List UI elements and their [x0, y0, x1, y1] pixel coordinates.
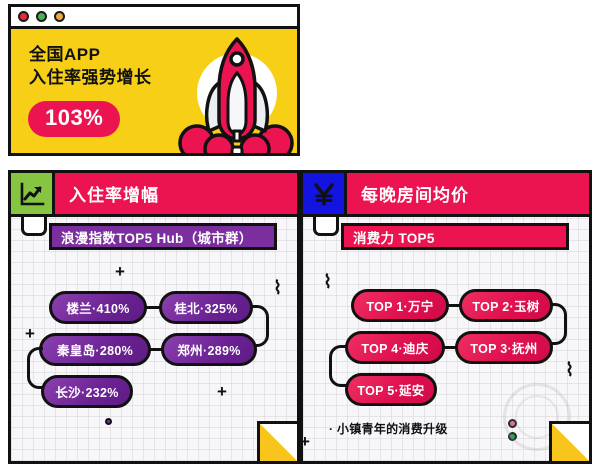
connector: [447, 304, 461, 307]
subtitle-row: 消费力 TOP5: [303, 217, 589, 259]
pill-label: 郑州·289%: [177, 344, 241, 358]
corner-triangle-decor: [257, 421, 297, 461]
pill-label: 桂北·325%: [174, 302, 238, 316]
connector-loop-right: [551, 303, 567, 345]
pill-city-2[interactable]: 桂北·325%: [159, 291, 253, 324]
panel-header: 每晚房间均价: [303, 173, 589, 217]
close-dot[interactable]: [18, 11, 29, 22]
squiggle-decor: ⌇: [273, 278, 283, 299]
hero-banner: 全国APP 入住率强势增长 103%: [11, 29, 297, 153]
pill-rank-1[interactable]: TOP 1·万宁: [351, 289, 449, 322]
squiggle-decor: ⌇: [323, 272, 333, 293]
squiggle-decor: ⌇: [565, 360, 575, 381]
subtitle-row: 浪漫指数TOP5 Hub（城市群）: [11, 217, 297, 259]
pill-city-4[interactable]: 郑州·289%: [161, 333, 257, 366]
pill-city-1[interactable]: 楼兰·410%: [49, 291, 147, 324]
pill-label: 长沙·232%: [55, 386, 119, 400]
pill-label: TOP 1·万宁: [366, 300, 434, 314]
panel-header: 入住率增幅: [11, 173, 297, 217]
subtitle-text: 消费力 TOP5: [353, 230, 435, 246]
legend-dot-green: [508, 432, 517, 441]
footnote-text: · 小镇青年的消费升级: [329, 422, 448, 436]
growth-badge: 103%: [28, 101, 121, 137]
corner-triangle-decor: [549, 421, 589, 461]
pill-city-3[interactable]: 秦皇岛·280%: [39, 333, 151, 366]
panel-avg-room-price: 每晚房间均价 消费力 TOP5 ⌇ TOP 1·万宁 TOP 2·玉树 TOP …: [300, 170, 592, 464]
pill-label: TOP 3·抚州: [470, 342, 538, 356]
browser-titlebar: [11, 7, 297, 29]
pill-label: 楼兰·410%: [66, 302, 130, 316]
plus-decor: +: [300, 432, 310, 451]
plus-decor: +: [115, 262, 125, 281]
notch-decor: [313, 217, 339, 236]
maximize-dot[interactable]: [54, 11, 65, 22]
legend-dots: [508, 419, 517, 445]
connector-loop-right: [251, 305, 269, 347]
browser-window-card: 全国APP 入住率强势增长 103%: [8, 4, 300, 156]
hero-title: 全国APP 入住率强势增长: [29, 45, 152, 88]
plus-decor: +: [25, 324, 35, 343]
pill-rank-4[interactable]: TOP 4·迪庆: [345, 331, 445, 364]
panel-titlebar: 每晚房间均价: [347, 173, 589, 214]
plus-decor: +: [217, 382, 227, 401]
connector-loop-left: [27, 347, 43, 389]
subtitle-text: 浪漫指数TOP5 Hub（城市群）: [61, 230, 253, 246]
pill-city-5[interactable]: 长沙·232%: [41, 375, 133, 408]
connector: [443, 346, 457, 349]
pill-label: TOP 4·迪庆: [361, 342, 429, 356]
connector: [149, 348, 163, 351]
panel-title: 入住率增幅: [69, 186, 159, 205]
connector: [145, 306, 161, 309]
minimize-dot[interactable]: [36, 11, 47, 22]
panel-title: 每晚房间均价: [361, 186, 469, 205]
pill-label: TOP 2·玉树: [472, 300, 540, 314]
panel-titlebar: 入住率增幅: [55, 173, 297, 214]
dot-decor: [105, 418, 112, 425]
pill-rank-5[interactable]: TOP 5·延安: [345, 373, 437, 406]
pill-flow-price: ⌇ TOP 1·万宁 TOP 2·玉树 TOP 4·迪庆 TOP 3·抚州 TO…: [303, 259, 589, 427]
yen-icon: [303, 173, 347, 214]
legend-dot-pink: [508, 419, 517, 428]
pill-label: 秦皇岛·280%: [56, 344, 134, 358]
pill-rank-3[interactable]: TOP 3·抚州: [455, 331, 553, 364]
notch-decor: [21, 217, 47, 236]
chart-up-icon: [11, 173, 55, 214]
pill-rank-2[interactable]: TOP 2·玉树: [459, 289, 553, 322]
panel-occupancy-growth: 入住率增幅 浪漫指数TOP5 Hub（城市群） + ⌇ 楼兰·410% 桂北·3…: [8, 170, 300, 464]
subtitle-bar: 消费力 TOP5: [341, 223, 569, 250]
rocket-icon: [171, 31, 295, 153]
pill-label: TOP 5·延安: [357, 384, 425, 398]
subtitle-bar: 浪漫指数TOP5 Hub（城市群）: [49, 223, 277, 250]
pill-flow-occupancy: + ⌇ 楼兰·410% 桂北·325% 秦皇岛·280% 郑州·289% 长沙: [11, 259, 297, 427]
connector-loop-left: [329, 345, 347, 387]
